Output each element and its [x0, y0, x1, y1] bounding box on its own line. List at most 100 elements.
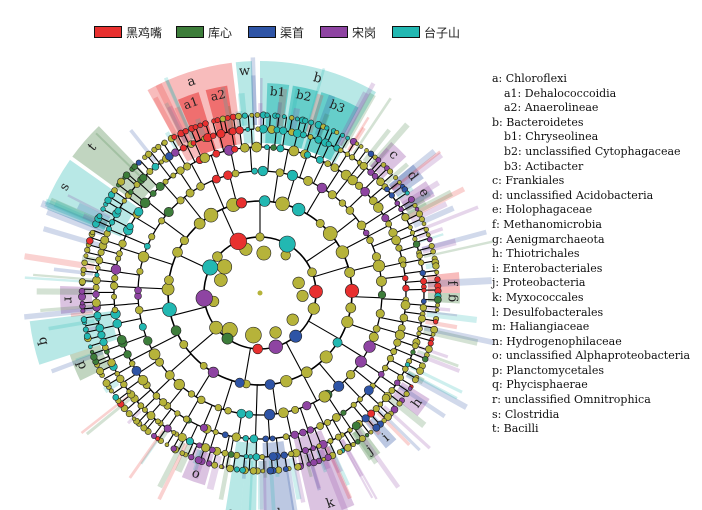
branch [158, 163, 171, 179]
taxon-node [393, 175, 399, 181]
biomarker-ray [220, 86, 232, 129]
biomarker-ray [426, 310, 458, 317]
taxon-node [359, 161, 368, 171]
biomarker-ray [388, 395, 427, 428]
taxon-node [384, 186, 390, 193]
branch [404, 270, 423, 275]
biomarker-ray [352, 430, 379, 465]
taxon-node [423, 226, 429, 233]
taxon-node [344, 283, 360, 298]
taxon-node [264, 379, 276, 390]
taxon-node [264, 144, 270, 150]
taxon-node [280, 451, 288, 459]
taxon-node [402, 365, 409, 373]
biomarker-ray [407, 189, 453, 219]
biomarker-ray [163, 77, 195, 140]
taxon-node [84, 246, 91, 254]
key-entry: e: Holophagaceae [492, 203, 593, 217]
taxon-node [363, 385, 374, 396]
clade-label: f [444, 280, 459, 287]
biomarker-ray [352, 97, 392, 155]
taxon-node [165, 152, 174, 161]
biomarker-ray [423, 240, 495, 258]
taxon-node [173, 378, 185, 391]
taxon-node [78, 278, 86, 286]
taxon-node [308, 119, 315, 126]
taxon-node [299, 428, 307, 437]
biomarker-ray [81, 255, 96, 264]
branch [167, 387, 184, 407]
taxon-node [193, 217, 206, 230]
taxon-node [146, 168, 154, 175]
branch [210, 155, 220, 179]
taxon-node [127, 189, 134, 195]
biomarker-ray [218, 457, 232, 500]
branch [343, 380, 362, 399]
taxon-node [388, 192, 395, 199]
taxon-node [372, 252, 381, 262]
taxon-node [426, 236, 433, 243]
taxon-node [235, 112, 242, 120]
taxon-node [356, 220, 367, 231]
taxon-node [368, 429, 374, 435]
taxon-node [376, 275, 387, 287]
branch [86, 251, 101, 257]
taxon-node [212, 149, 221, 158]
taxon-node [421, 221, 427, 227]
taxon-node [258, 195, 271, 207]
taxon-node [162, 178, 169, 185]
taxon-node [231, 145, 239, 153]
taxon-node [289, 329, 303, 343]
taxon-node [307, 302, 320, 315]
biomarker-ray [53, 267, 94, 276]
clade-label: g [444, 294, 459, 303]
taxon-node [255, 126, 261, 132]
taxon-node [280, 375, 293, 388]
taxon-node [80, 308, 86, 314]
taxon-node [417, 326, 423, 332]
taxon-node [412, 203, 418, 208]
branch-arc [343, 430, 349, 435]
branch [312, 402, 325, 425]
branch [313, 265, 349, 278]
taxon-node [372, 324, 381, 333]
taxon-node [377, 401, 384, 407]
taxon-node [242, 435, 249, 442]
legend-swatch [176, 26, 204, 38]
taxon-node [163, 207, 174, 218]
taxon-node [418, 314, 426, 323]
key-entry: i: Enterobacteriales [492, 261, 603, 275]
taxon-node [411, 342, 419, 350]
key-entry: a2: Anaerolineae [504, 101, 599, 115]
taxon-node [430, 248, 436, 255]
taxon-node [375, 309, 385, 319]
taxon-node [148, 233, 156, 241]
clade-shade-o [181, 447, 214, 486]
taxon-node [419, 216, 425, 223]
biomarker-ray [206, 454, 222, 491]
taxon-node [292, 128, 302, 138]
branch [375, 192, 391, 205]
taxon-node [412, 240, 421, 248]
branch [222, 380, 233, 410]
taxon-node [217, 259, 233, 275]
taxon-node [314, 135, 323, 144]
taxon-node [206, 460, 213, 467]
key-entry: g: Aenigmarchaeota [492, 232, 605, 246]
taxon-node [303, 175, 313, 186]
branch [178, 171, 194, 192]
biomarker-ray [70, 310, 94, 317]
taxon-node [194, 456, 203, 464]
taxon-node [416, 331, 422, 337]
clade-shade-n [225, 441, 247, 510]
taxon-node [229, 232, 247, 251]
branch [334, 177, 350, 197]
taxon-node [243, 453, 249, 459]
biomarker-ray [167, 105, 190, 144]
taxon-node [100, 206, 106, 212]
taxon-node [111, 274, 119, 282]
taxon-node [408, 196, 415, 203]
branch [186, 145, 196, 163]
biomarker-ray [421, 238, 457, 254]
